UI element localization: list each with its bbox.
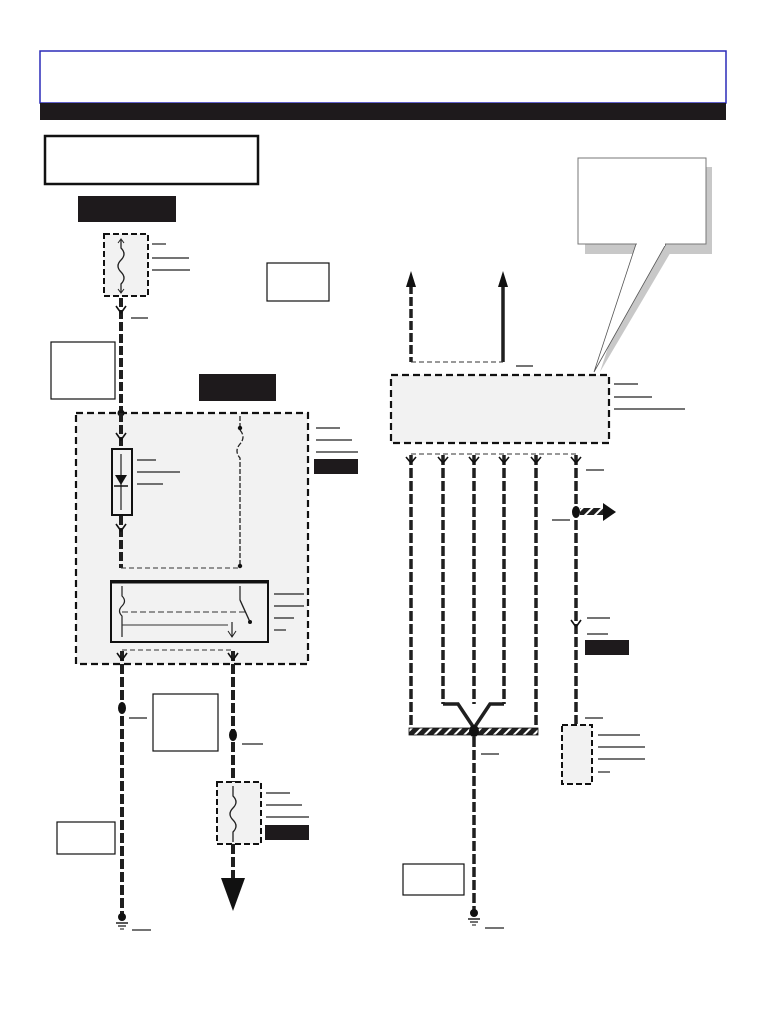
callout-box — [577, 157, 707, 245]
sensor-wire-label — [585, 640, 629, 655]
fuse-icon — [236, 416, 244, 566]
sensor-component — [561, 724, 645, 785]
splice-icon — [572, 506, 580, 518]
branch-wire — [580, 508, 605, 515]
location-box-top — [266, 262, 330, 302]
power-source-label — [78, 196, 176, 222]
sensor-wire — [552, 455, 629, 724]
wire-module-to-ground-left — [116, 651, 151, 931]
location-box-mid — [152, 693, 219, 752]
connector-icon — [229, 729, 237, 741]
connector-icon — [530, 456, 542, 465]
arrow-up-icon — [406, 271, 416, 287]
note-box-left — [50, 341, 116, 400]
location-box-bottom-right — [402, 863, 465, 896]
control-module-housing — [389, 373, 611, 445]
connector-icon — [405, 456, 417, 465]
connector-icon — [468, 456, 480, 465]
callout-pointer-shadow — [600, 250, 672, 372]
module-part-label — [314, 459, 358, 474]
wire-fuse-to-module — [115, 298, 148, 413]
header — [39, 50, 727, 120]
connector-icon — [498, 456, 510, 465]
connector-icon — [116, 652, 128, 662]
arrow-down-icon — [221, 878, 245, 911]
connector-icon — [570, 619, 582, 629]
fuse-icon — [117, 238, 125, 294]
fuse-top — [103, 233, 190, 297]
module-black-label — [199, 374, 276, 401]
harness-wires — [405, 453, 576, 929]
fuse-icon — [229, 786, 237, 842]
callout-pointer — [593, 243, 667, 373]
callout-bubble — [577, 157, 712, 373]
connector-icon — [115, 523, 127, 533]
fuse-bottom-label — [265, 825, 309, 840]
diode-icon — [114, 454, 128, 510]
fuse-bottom — [216, 781, 309, 911]
location-box-bottom-left — [56, 821, 116, 855]
header-title-box — [39, 50, 727, 104]
circuit-title-box — [43, 134, 260, 186]
fuse-top-housing — [103, 233, 149, 297]
top-outputs — [406, 271, 533, 367]
connector-icon — [118, 702, 126, 714]
control-module — [389, 373, 685, 445]
ground-icon — [468, 909, 480, 926]
connector-icon — [437, 456, 449, 465]
sensor-housing — [561, 724, 593, 785]
splice-icon — [469, 725, 479, 737]
ground-icon — [116, 913, 128, 930]
header-bar — [40, 103, 726, 120]
connector-icon — [227, 652, 239, 662]
wire-module-to-fuse-bottom — [227, 651, 263, 782]
fuse-bottom-housing — [216, 781, 262, 845]
relay-module — [74, 409, 310, 666]
connector-icon — [115, 305, 127, 315]
switch-icon — [118, 586, 252, 638]
arrow-up-icon — [498, 271, 508, 287]
connector-icon — [115, 432, 127, 442]
arrow-right-icon — [603, 503, 616, 521]
connector-icon — [570, 456, 582, 465]
